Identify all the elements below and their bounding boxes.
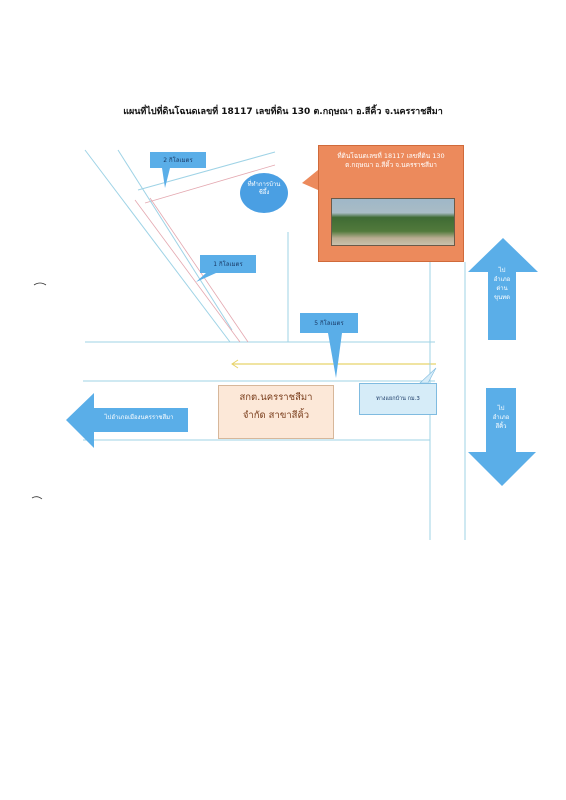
to-dankhuntot-label: ไป อำเภอ ด่าน ขุนทด [488, 266, 516, 302]
to-dankhuntot-line-4: ขุนทด [493, 294, 511, 301]
village-office-label: ที่ทำการบ้าน [247, 181, 281, 188]
to-sikhio-label: ไป อำเภอ สีคิ้ว [486, 404, 516, 431]
land-box-pointer [302, 170, 318, 190]
junction-label: ทางแยกบ้าน กม.3 [359, 383, 437, 415]
arrow-to-sikhio [468, 388, 536, 486]
map-title: แผนที่ไปที่ดินโฉนดเลขที่ 18117 เลขที่ดิน… [123, 107, 443, 117]
top-road-1 [137, 151, 276, 191]
land-line-1: ที่ดินโฉนดเลขที่ 18117 เลขที่ดิน 130 [337, 152, 445, 160]
cooperative-office-box: สกต.นครราชสีมา จำกัด สาขาสีคิ้ว [218, 385, 334, 439]
distance-lower-label: 5 กิโลเมตร [314, 320, 344, 327]
village-office-marker: ที่ทำการบ้าน ชีอึ้ง [240, 173, 288, 213]
to-korat-label: ไปอำเภอเมืองนครราชสีมา [104, 414, 174, 421]
to-sikhio-line-2: อำเภอ [492, 414, 510, 421]
coop-line-2: จำกัด สาขาสีคิ้ว [242, 409, 310, 421]
land-plot-box: ที่ดินโฉนดเลขที่ 18117 เลขที่ดิน 130 ต.ก… [318, 145, 464, 262]
distance-middle-label: 1 กิโลเมตร [213, 261, 243, 268]
scan-mark [33, 282, 47, 286]
to-dankhuntot-line-2: อำเภอ [493, 276, 511, 283]
coop-line-1: สกต.นครราชสีมา [239, 392, 313, 403]
distance-top-callout [150, 152, 206, 188]
route-arrowhead [231, 359, 239, 369]
to-dankhuntot-line-1: ไป [498, 267, 506, 274]
scan-mark [31, 496, 43, 500]
to-sikhio-line-1: ไป [497, 405, 505, 412]
diagonal-road-4 [149, 197, 249, 343]
to-sikhio-line-3: สีคิ้ว [495, 423, 507, 430]
land-photo [331, 198, 455, 246]
land-line-2: ต.กฤษณา อ.สีคิ้ว จ.นครราชสีมา [345, 161, 437, 170]
top-road-2 [144, 164, 276, 204]
to-dankhuntot-line-3: ด่าน [496, 285, 508, 292]
diagonal-road-3 [134, 199, 241, 343]
distance-top-label: 2 กิโลเมตร [163, 157, 193, 164]
distance-lower-callout [300, 313, 358, 378]
diagonal-road-1 [84, 149, 231, 343]
distance-middle-callout [196, 255, 256, 282]
village-office-label-2: ชีอึ้ง [258, 189, 270, 197]
diagonal-road-2 [117, 149, 233, 331]
land-plot-caption: ที่ดินโฉนดเลขที่ 18117 เลขที่ดิน 130 ต.ก… [319, 152, 463, 171]
arrow-to-korat [66, 393, 188, 448]
arrow-to-dankhuntot [468, 238, 538, 340]
